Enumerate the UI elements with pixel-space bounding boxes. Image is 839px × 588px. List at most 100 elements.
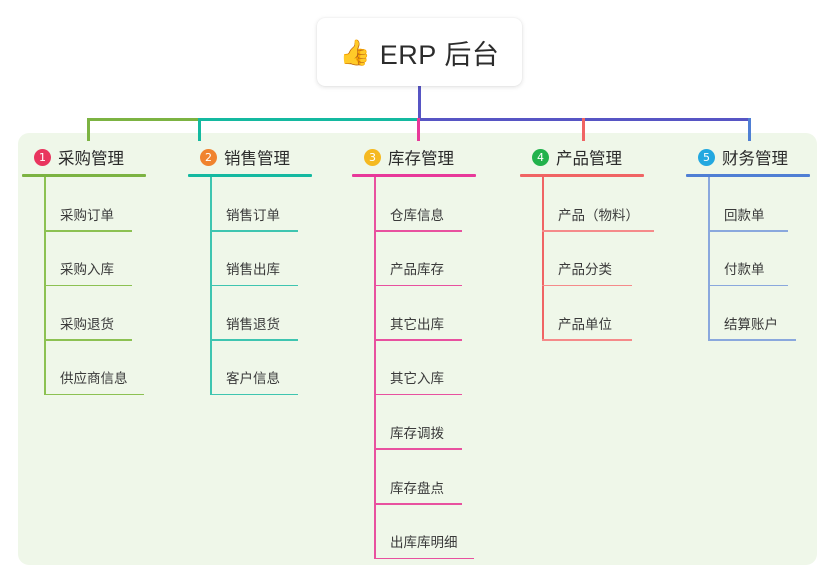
leaf-label: 采购订单 [60, 207, 114, 223]
column-库存管理: 3 库存管理仓库信息产品库存其它出库其它入库库存调拨库存盘点出库库明细 [352, 145, 522, 560]
leaf-rule [374, 448, 462, 450]
leaf-list: 销售订单销售出库销售退货客户信息 [188, 177, 358, 396]
column-产品管理: 4 产品管理产品（物料） 产品分类产品单位 [520, 145, 700, 341]
column-badge-3: 3 [364, 148, 381, 166]
leaf-item[interactable]: 产品（物料） [520, 177, 700, 232]
leaf-rule [708, 230, 788, 232]
leaf-item[interactable]: 客户信息 [188, 341, 358, 396]
leaf-rule [708, 284, 788, 287]
leaf-rule [708, 339, 796, 341]
leaf-label: 客户信息 [226, 371, 280, 387]
leaf-spine [210, 177, 212, 396]
leaf-rule [374, 502, 462, 505]
leaf-label: 出库库明细 [390, 535, 458, 551]
column-header-rule [520, 174, 644, 177]
root-node-erp[interactable]: 👍 ERP 后台 [317, 18, 522, 86]
column-badge-5: 5 [698, 148, 715, 166]
leaf-rule [210, 339, 298, 341]
diagram-panel [18, 133, 817, 565]
leaf-spine [44, 177, 46, 396]
leaf-item[interactable]: 销售订单 [188, 177, 358, 232]
column-header-rule [188, 174, 312, 177]
leaf-item[interactable]: 付款单 [686, 232, 839, 287]
leaf-label: 库存盘点 [390, 480, 444, 496]
column-header-3[interactable]: 3 库存管理 [352, 145, 522, 169]
leaf-rule [374, 557, 474, 560]
leaf-label: 采购退货 [60, 316, 114, 332]
leaf-list: 回款单付款单结算账户 [686, 177, 839, 341]
bus-segment-1 [87, 118, 201, 121]
leaf-rule [374, 339, 462, 341]
leaf-item[interactable]: 产品分类 [520, 232, 700, 287]
leaf-item[interactable]: 仓库信息 [352, 177, 522, 232]
leaf-item[interactable]: 销售出库 [188, 232, 358, 287]
leaf-list: 产品（物料） 产品分类产品单位 [520, 177, 700, 341]
leaf-label: 采购入库 [60, 262, 114, 278]
leaf-label: 产品单位 [558, 316, 612, 332]
leaf-label: 其它入库 [390, 371, 444, 387]
leaf-item[interactable]: 采购入库 [22, 232, 192, 287]
column-header-4[interactable]: 4 产品管理 [520, 145, 700, 169]
leaf-spine [374, 177, 376, 560]
leaf-rule [374, 393, 462, 396]
thumbs-up-icon: 👍 [339, 38, 371, 67]
bus-segment-3 [417, 118, 751, 121]
leaf-rule [542, 339, 632, 341]
leaf-rule [210, 393, 298, 396]
leaf-label: 其它出库 [390, 316, 444, 332]
leaf-rule [542, 284, 632, 287]
leaf-rule [374, 230, 462, 232]
column-badge-1: 1 [34, 148, 51, 166]
leaf-item[interactable]: 产品库存 [352, 232, 522, 287]
column-header-1[interactable]: 1 采购管理 [22, 145, 192, 169]
root-drop-line [418, 86, 421, 121]
leaf-label: 回款单 [724, 207, 765, 223]
leaf-rule [210, 284, 298, 287]
leaf-label: 结算账户 [724, 316, 778, 332]
leaf-label: 供应商信息 [60, 371, 128, 387]
column-title: 财务管理 [722, 150, 788, 168]
leaf-item[interactable]: 其它入库 [352, 341, 522, 396]
leaf-item[interactable]: 其它出库 [352, 286, 522, 341]
leaf-item[interactable]: 库存盘点 [352, 450, 522, 505]
column-title: 采购管理 [58, 150, 124, 168]
bus-segment-2 [198, 118, 420, 121]
leaf-list: 仓库信息产品库存其它出库其它入库库存调拨库存盘点出库库明细 [352, 177, 522, 560]
column-title: 库存管理 [388, 150, 454, 168]
column-header-5[interactable]: 5 财务管理 [686, 145, 839, 169]
leaf-item[interactable]: 产品单位 [520, 286, 700, 341]
leaf-item[interactable]: 出库库明细 [352, 505, 522, 560]
leaf-label: 付款单 [724, 262, 765, 278]
column-header-rule [22, 174, 146, 177]
leaf-label: 产品分类 [558, 262, 612, 278]
column-采购管理: 1 采购管理采购订单采购入库采购退货供应商信息 [22, 145, 192, 396]
leaf-item[interactable]: 采购订单 [22, 177, 192, 232]
column-财务管理: 5 财务管理回款单付款单结算账户 [686, 145, 839, 341]
leaf-item[interactable]: 库存调拨 [352, 395, 522, 450]
leaf-rule [542, 230, 654, 232]
column-title: 销售管理 [224, 150, 290, 168]
leaf-item[interactable]: 回款单 [686, 177, 839, 232]
leaf-item[interactable]: 结算账户 [686, 286, 839, 341]
leaf-item[interactable]: 采购退货 [22, 286, 192, 341]
leaf-label: 销售出库 [226, 262, 280, 278]
leaf-spine [542, 177, 544, 341]
leaf-rule [44, 339, 132, 341]
leaf-rule [44, 230, 132, 232]
leaf-spine [708, 177, 710, 341]
leaf-label: 库存调拨 [390, 425, 444, 441]
column-header-rule [352, 174, 476, 177]
leaf-label: 产品库存 [390, 262, 444, 278]
column-title: 产品管理 [556, 150, 622, 168]
column-header-rule [686, 174, 810, 177]
leaf-list: 采购订单采购入库采购退货供应商信息 [22, 177, 192, 396]
leaf-label: 产品（物料） [558, 207, 639, 223]
leaf-item[interactable]: 供应商信息 [22, 341, 192, 396]
column-badge-4: 4 [532, 148, 549, 166]
leaf-item[interactable]: 销售退货 [188, 286, 358, 341]
leaf-label: 销售订单 [226, 207, 280, 223]
leaf-rule [44, 284, 132, 287]
leaf-rule [44, 393, 144, 396]
